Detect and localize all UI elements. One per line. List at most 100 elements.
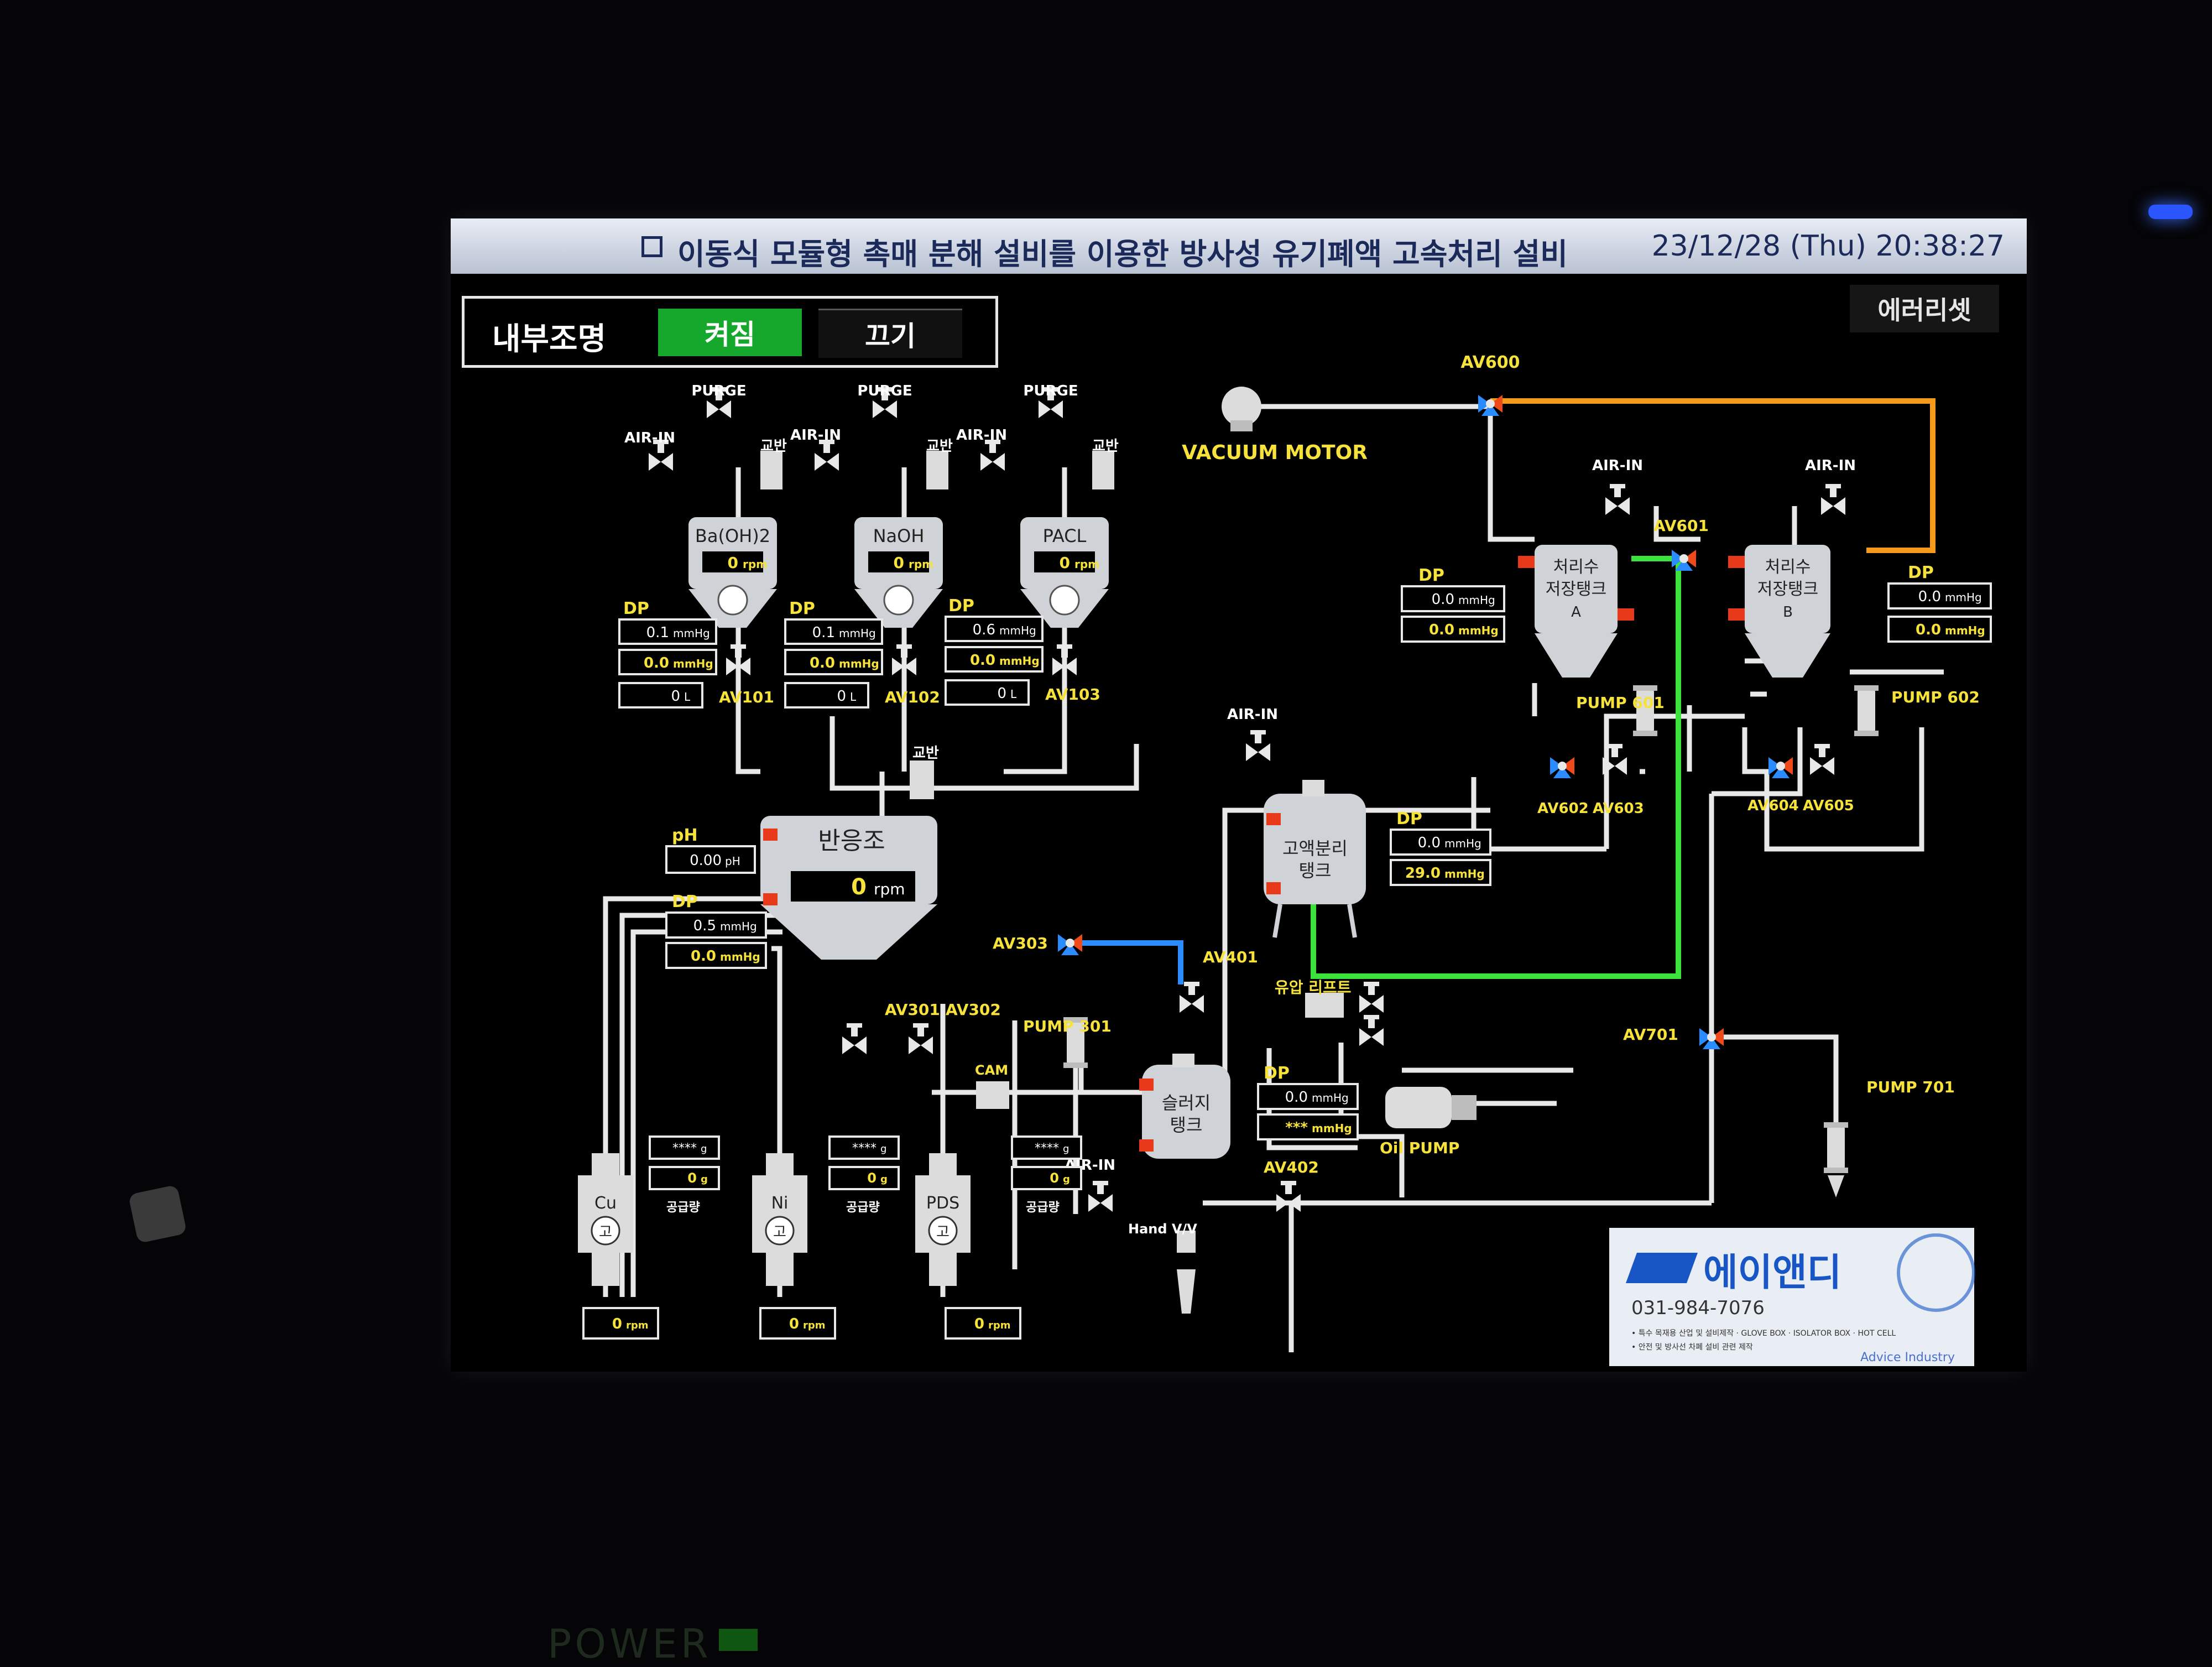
chem-tank-readouts: PURGE PURGE PURGE AIR-IN AIR-IN AIR-IN 교…: [618, 383, 1119, 709]
valve-av401[interactable]: [1180, 982, 1204, 1013]
av303-label: AV303: [993, 934, 1048, 952]
av101-label: AV101: [719, 688, 774, 706]
reactor-ph: 0.00: [690, 852, 722, 869]
sludge-dp2-unit: mmHg: [1312, 1122, 1352, 1135]
feeder-pds-g2: 0: [1050, 1170, 1059, 1186]
reactor-agitator-label: 교반: [912, 745, 939, 762]
av103-label: AV103: [1045, 685, 1100, 704]
feeder-cu-g1: ****: [672, 1142, 697, 1155]
av301-label: AV301: [885, 1001, 940, 1019]
sludge-tank[interactable]: [1139, 1054, 1230, 1159]
feeder-cu-rpm: 0: [612, 1316, 622, 1332]
valve-av303[interactable]: [1058, 934, 1082, 955]
separator-tank[interactable]: [1246, 730, 1366, 938]
av604-label: AV604: [1747, 798, 1799, 814]
reactor-dp1: 0.5: [693, 918, 716, 934]
tank1-rpm: 0: [728, 554, 738, 572]
storage-a-dp2: 0.0: [1429, 622, 1454, 638]
lighting-label: 내부조명: [492, 321, 607, 357]
reactor-name: 반응조: [818, 827, 885, 855]
chem-tank-bach[interactable]: [649, 387, 782, 628]
av402-label: AV402: [1264, 1158, 1319, 1176]
feeder-ni-rpm: 0: [789, 1316, 799, 1332]
lighting-on-button[interactable]: 켜짐: [658, 309, 802, 356]
air-in-label-1: AIR-IN: [624, 430, 675, 446]
tank2-rpm: 0: [894, 554, 904, 572]
ph-label: pH: [672, 826, 698, 845]
valve-av302[interactable]: [909, 1023, 933, 1054]
tank3-rpm-unit: rpm: [1074, 558, 1099, 571]
chem-tank-naoh[interactable]: [815, 387, 948, 628]
av701-label: AV701: [1623, 1025, 1678, 1044]
cam-unit[interactable]: [976, 1081, 1009, 1109]
av102-label: AV102: [885, 688, 940, 706]
tank3-dp1-unit: mmHg: [999, 624, 1036, 637]
pump601-label: PUMP 601: [1576, 694, 1665, 712]
feeder-pds-glyph: 고: [936, 1224, 950, 1241]
error-reset-button[interactable]: 에러리셋: [1850, 285, 1999, 332]
reactor-dp-label: DP: [672, 892, 698, 911]
feeder-ni-g2-unit: g: [880, 1174, 888, 1185]
lighting-off-button[interactable]: 끄기: [818, 309, 962, 358]
valve-av301[interactable]: [842, 1023, 867, 1054]
storage-tank-b[interactable]: [1728, 484, 1845, 678]
agitator-label-2: 교반: [926, 438, 953, 455]
separator-name2: 탱크: [1299, 860, 1332, 881]
pump602-label: PUMP 602: [1891, 688, 1980, 706]
oil-pump[interactable]: [1385, 1087, 1477, 1128]
storage-b-air-in-label: AIR-IN: [1805, 457, 1856, 474]
valve-av601[interactable]: [1672, 550, 1696, 571]
agitator-label-1: 교반: [760, 438, 787, 455]
valve-av600[interactable]: [1478, 395, 1503, 416]
sludge-air-in-valve[interactable]: [1088, 1181, 1113, 1212]
reactor-rpm-unit: rpm: [874, 880, 905, 898]
oil-lift[interactable]: [1305, 982, 1384, 1046]
company-logo-panel: 에이앤디 031-984-7076 • 특수 목재용 산업 및 설비제작 · G…: [1609, 1228, 1975, 1366]
av601-label: AV601: [1653, 517, 1709, 535]
storage-tank-a[interactable]: [1518, 484, 1634, 678]
feeder-ni[interactable]: [752, 1153, 807, 1286]
pump-701[interactable]: [1824, 1122, 1848, 1173]
tank1-level-unit: L: [684, 690, 691, 704]
feeder-cu[interactable]: [578, 1153, 633, 1286]
power-led: [719, 1629, 758, 1651]
title-checkbox-icon[interactable]: [641, 236, 662, 257]
separator-dp1-unit: mmHg: [1444, 837, 1481, 850]
valve-av402[interactable]: [1276, 1181, 1301, 1212]
valve-av602[interactable]: [1550, 757, 1574, 778]
storage-a-name3: A: [1571, 604, 1581, 621]
valve-av604[interactable]: [1768, 757, 1793, 778]
reactor-rpm: 0: [851, 874, 867, 900]
process-diagram: VACUUM MOTOR AV600: [578, 353, 1992, 1352]
purge-label-3: PURGE: [1023, 383, 1078, 399]
reactor-ph-unit: pH: [725, 855, 740, 868]
vacuum-motor-label: VACUUM MOTOR: [1182, 441, 1368, 464]
valve-av605[interactable]: [1810, 744, 1834, 775]
dp-label-3: DP: [948, 596, 974, 616]
tank3-level: 0: [997, 685, 1006, 702]
pump-602[interactable]: [1854, 685, 1879, 736]
feeder-ni-supply-label: 공급량: [846, 1201, 880, 1215]
feeder-ni-glyph: 고: [773, 1224, 786, 1241]
company-info-1: • 특수 목재용 산업 및 설비제작 · GLOVE BOX · ISOLATO…: [1631, 1329, 1896, 1338]
vacuum-motor[interactable]: [1222, 387, 1261, 431]
av600-label: AV600: [1460, 353, 1520, 372]
tank2-dp1-unit: mmHg: [839, 627, 876, 640]
storage-a-name2: 저장탱크: [1546, 580, 1606, 599]
feeder-pds-name: PDS: [926, 1194, 959, 1213]
tank2-name: NaOH: [873, 525, 925, 546]
hand-valve-label: Hand V/V: [1128, 1221, 1197, 1237]
tank2-dp2-unit: mmHg: [839, 657, 879, 670]
feeder-pds-g2-unit: g: [1063, 1174, 1070, 1185]
reactor-dp1-unit: mmHg: [720, 920, 757, 933]
feeder-cu-supply-label: 공급량: [666, 1201, 700, 1215]
hmi-screen: 이동식 모듈형 촉매 분해 설비를 이용한 방사성 유기폐액 고속처리 설비 2…: [451, 218, 2027, 1372]
hand-valve[interactable]: [1177, 1231, 1196, 1314]
feeder-pds[interactable]: [915, 1153, 971, 1286]
title-bar: 이동식 모듈형 촉매 분해 설비를 이용한 방사성 유기폐액 고속처리 설비 2…: [451, 218, 2027, 274]
tank1-dp1-unit: mmHg: [673, 627, 710, 640]
storage-b-dp2: 0.0: [1916, 622, 1941, 638]
chem-tank-pacl[interactable]: [980, 387, 1114, 628]
company-brand: Advice Industry: [1860, 1351, 1955, 1364]
